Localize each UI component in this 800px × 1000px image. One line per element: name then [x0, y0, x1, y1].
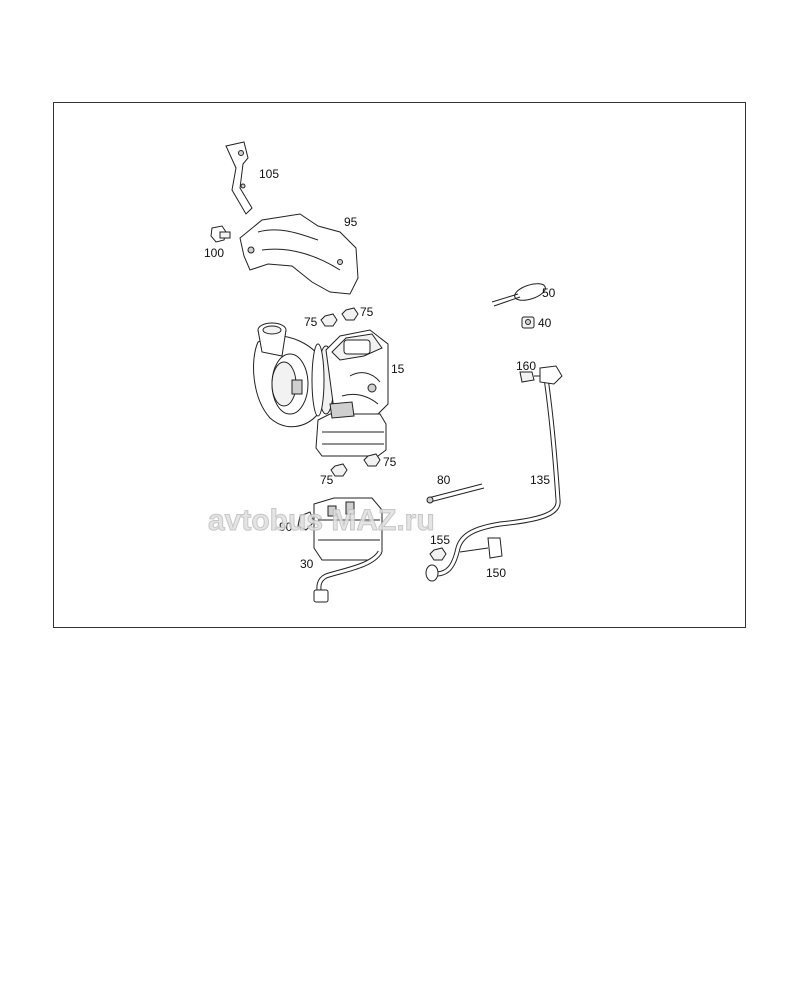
label-150: 150: [486, 566, 506, 580]
part-95-heat-shield: [239, 213, 359, 295]
label-80: 80: [437, 473, 451, 487]
label-105: 105: [259, 167, 279, 181]
part-30-actuator: [313, 497, 383, 603]
label-40: 40: [538, 316, 552, 330]
watermark-text: avtobus MAZ.ru: [208, 504, 435, 537]
part-15-turbocharger: [253, 322, 389, 457]
label-160: 160: [516, 359, 536, 373]
part-90-sensor: [297, 511, 315, 531]
label-75-bottom-right: 75: [383, 455, 397, 469]
part-105-bracket: [225, 141, 253, 215]
label-90: 90: [279, 520, 293, 534]
part-80-stud: [426, 483, 485, 504]
part-100-bolt: [210, 225, 231, 243]
part-155-nut: [429, 547, 447, 561]
part-160-bolt: [519, 371, 540, 383]
part-75-nut-bottom-left: [330, 463, 348, 477]
part-75-nut-top-left: [320, 313, 338, 327]
part-135-oil-pipe: [425, 365, 563, 582]
label-100: 100: [204, 246, 224, 260]
diagram-frame: [53, 102, 746, 628]
label-75-top-left: 75: [304, 315, 318, 329]
label-155: 155: [430, 533, 450, 547]
label-95: 95: [344, 215, 358, 229]
label-15: 15: [391, 362, 405, 376]
label-30: 30: [300, 557, 314, 571]
part-50-cable-tie: [491, 283, 546, 307]
label-75-top-right: 75: [360, 305, 374, 319]
part-150-clamp: [459, 537, 503, 559]
part-75-nut-bottom-right: [363, 453, 381, 467]
label-135: 135: [530, 473, 550, 487]
label-75-bottom-left: 75: [320, 473, 334, 487]
part-75-nut-top-right: [341, 307, 359, 321]
label-50: 50: [542, 286, 556, 300]
part-40-clip: [521, 316, 535, 329]
